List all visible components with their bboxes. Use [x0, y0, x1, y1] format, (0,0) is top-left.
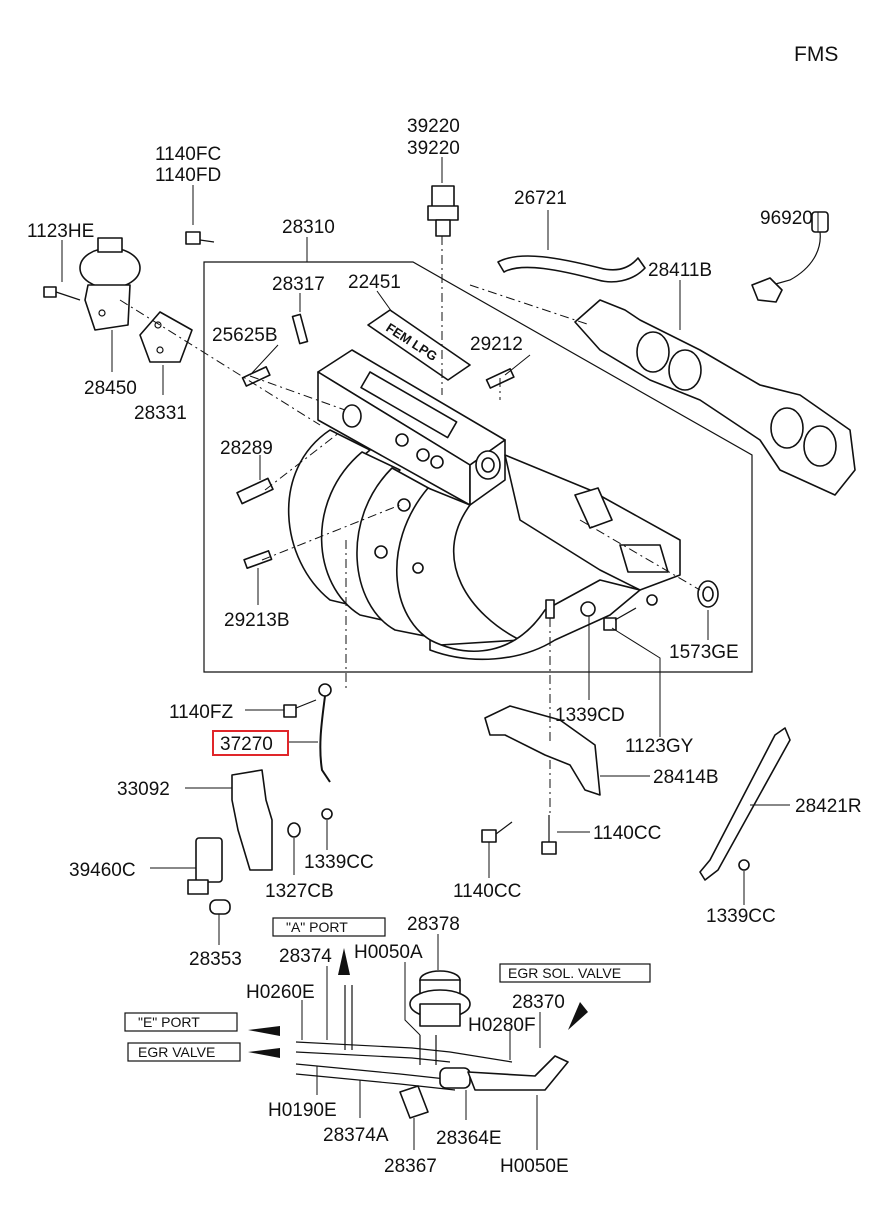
label-1327cb: 1327CB	[265, 881, 334, 902]
label-h0050e: H0050E	[500, 1156, 569, 1177]
egr-solenoid	[187, 837, 231, 915]
assembly-lines	[119, 236, 701, 815]
washer-1573ge	[697, 580, 719, 608]
label-1573ge: 1573GE	[669, 642, 739, 663]
label-39220-b: 39220	[407, 138, 460, 159]
label-26721: 26721	[514, 188, 567, 209]
a-port-tag-box	[272, 917, 386, 937]
egr-valve-tag-box	[127, 1042, 241, 1062]
label-1140fd: 1140FD	[155, 165, 221, 186]
label-39460c: 39460C	[69, 860, 136, 881]
label-28310: 28310	[282, 217, 335, 238]
a-port-arrow	[338, 948, 350, 975]
part-labels: 39220 39220 1140FC 1140FD 26721 96920 11…	[27, 116, 862, 1177]
intake-manifold	[287, 349, 681, 661]
label-1140cc-a: 1140CC	[593, 823, 661, 844]
label-1339cd: 1339CD	[555, 705, 625, 726]
label-1123gy: 1123GY	[625, 736, 694, 757]
egr-valve-arrow	[248, 1048, 280, 1058]
bolt-1123he	[43, 286, 81, 301]
label-28378: 28378	[407, 914, 460, 935]
label-29213b: 29213B	[224, 610, 290, 631]
label-39220-a: 39220	[407, 116, 460, 137]
pcv-hose	[497, 255, 646, 283]
label-33092: 33092	[117, 779, 170, 800]
label-37270: 37270	[220, 734, 273, 755]
bolt-1140cc-a	[541, 815, 557, 855]
e-port-tag: "E" PORT	[138, 1014, 200, 1030]
map-sensor	[427, 185, 459, 237]
label-28414b: 28414B	[653, 767, 719, 788]
label-h0050a: H0050A	[354, 942, 423, 963]
label-28353: 28353	[189, 949, 242, 970]
label-h0280f: H0280F	[468, 1015, 536, 1036]
label-29212: 29212	[470, 334, 523, 355]
label-h0260e: H0260E	[246, 982, 315, 1003]
label-28370: 28370	[512, 992, 565, 1013]
label-1140fz: 1140FZ	[169, 702, 233, 723]
label-28374a: 28374A	[323, 1125, 389, 1146]
bolt-1140fz	[283, 699, 317, 718]
manifold-stay	[699, 727, 791, 881]
label-28367: 28367	[384, 1156, 437, 1177]
oxygen-sensor	[751, 211, 829, 303]
e-port-arrow	[248, 1026, 280, 1036]
label-h0190e: H0190E	[268, 1100, 337, 1121]
corner-code: FMS	[794, 43, 838, 66]
label-22451: 22451	[348, 272, 401, 293]
label-1140cc-b: 1140CC	[453, 881, 521, 902]
label-96920: 96920	[760, 208, 813, 229]
bolt-1123gy	[603, 607, 637, 631]
vacuum-modulator	[409, 970, 471, 1027]
egr-sol-valve-tag-box	[499, 963, 651, 983]
egr-valve-tag: EGR VALVE	[138, 1044, 215, 1060]
stud-25625b	[241, 366, 271, 387]
egr-sol-valve-tag: EGR SOL. VALVE	[508, 965, 621, 981]
label-1123he: 1123HE	[27, 221, 94, 242]
label-28364e: 28364E	[436, 1128, 502, 1149]
highlight-box-37270	[212, 730, 289, 756]
leader-lines	[61, 157, 819, 1150]
label-1140fc: 1140FC	[155, 144, 221, 165]
nut-1339cd	[580, 601, 596, 617]
label-28317: 28317	[272, 274, 325, 295]
manifold-gasket	[574, 299, 856, 496]
egr-gasket	[139, 311, 193, 363]
label-28421r: 28421R	[795, 796, 862, 817]
stud-29213b	[243, 550, 273, 570]
fitting-28289	[236, 477, 274, 505]
label-28289: 28289	[220, 438, 273, 459]
a-port-tag: "A" PORT	[286, 919, 348, 935]
label-28411b: 28411B	[648, 260, 712, 281]
bolt-1140cc-b	[481, 821, 513, 843]
solenoid-bracket	[231, 769, 273, 871]
label-1339cc-a: 1339CC	[304, 852, 374, 873]
stud-28317	[291, 313, 309, 345]
label-1339cc-b: 1339CC	[706, 906, 776, 927]
label-28331: 28331	[134, 403, 187, 424]
egr-sol-arrow	[568, 1002, 588, 1030]
ground-cable	[318, 683, 332, 783]
bolt-1140fc	[185, 231, 215, 245]
washer-1327cb	[287, 822, 301, 838]
label-28374: 28374	[279, 946, 332, 967]
egr-valve	[79, 237, 141, 331]
label-28450: 28450	[84, 378, 137, 399]
manifold-bracket	[484, 705, 601, 796]
vacuum-hose-assembly	[295, 985, 569, 1119]
assembly-frame	[203, 261, 753, 673]
label-25625b: 25625B	[212, 325, 278, 346]
e-port-tag-box	[124, 1012, 238, 1032]
nut-1339cc-a	[321, 808, 333, 820]
